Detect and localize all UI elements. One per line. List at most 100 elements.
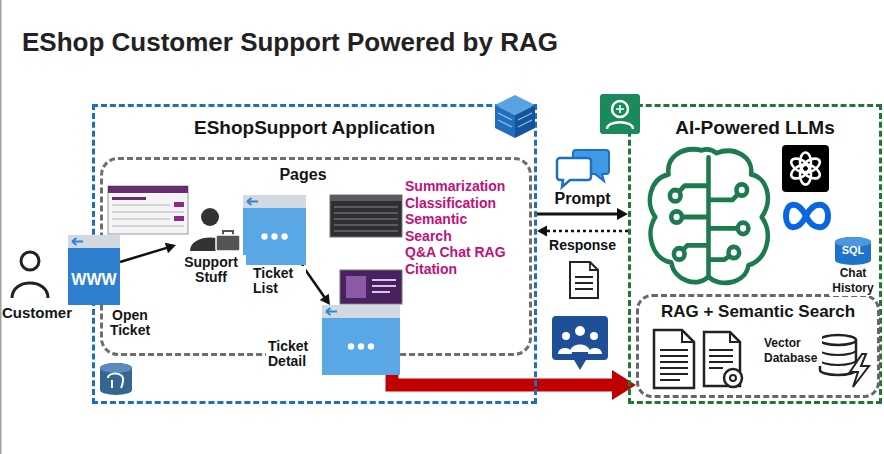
ai-service-icon: [607, 122, 633, 129]
diagram-title: EShop Customer Support Powered by RAG: [22, 27, 558, 58]
brain-icon: [650, 149, 768, 283]
node-label: Vector Database: [762, 336, 822, 366]
window-dot: [358, 343, 364, 349]
screenshot-thumbnail: [340, 270, 402, 304]
document-icon: [570, 262, 598, 298]
vector-database: Vector Database: [760, 330, 874, 390]
people-icon: [552, 316, 608, 370]
cylinder-band: [820, 350, 856, 365]
connector-line: [545, 230, 628, 233]
openai-logo: [782, 145, 829, 192]
node-label: AI-Powered LLMs: [631, 117, 879, 139]
person-head: [201, 208, 219, 226]
slide-edge: [0, 0, 2, 454]
postgres-icon: [100, 363, 132, 395]
chat-bubbles-icon: [557, 158, 591, 187]
window-dot: [348, 343, 354, 349]
feature-label: Q&A Chat RAG: [405, 244, 515, 261]
window-title-bar: [68, 235, 120, 248]
screenshot-thumbnail: [340, 270, 402, 304]
screenshot-thumbnail: [112, 205, 184, 226]
prompt-arrow: [537, 208, 628, 220]
node-label: EShopSupport Application: [95, 117, 534, 139]
feature-label: Summarization: [405, 178, 515, 195]
edge-label: Response: [547, 237, 618, 253]
feature-label: Semantic Search: [405, 211, 515, 244]
brain-icon: [738, 223, 749, 234]
node-label: SQL: [829, 244, 877, 257]
container-cube-icon: [515, 105, 535, 138]
support-staff: Support Stuff: [176, 205, 246, 287]
node-label: RAG + Semantic Search: [639, 302, 877, 322]
window-dot: [281, 233, 287, 239]
brain-icon: [670, 190, 681, 201]
ai-service-icon: [612, 101, 628, 117]
document-gear-icon: [704, 332, 742, 387]
brain-icon: [728, 247, 739, 258]
back-arrow: [326, 308, 337, 315]
people-icon: [558, 345, 602, 355]
window-icon: [322, 305, 400, 375]
screenshot-thumbnail: [108, 186, 188, 193]
document-icon: [654, 330, 694, 388]
brain-icon: [671, 211, 682, 222]
connector-line: [392, 375, 617, 385]
node-label: Support Stuff: [176, 255, 246, 285]
rag-group: RAG + Semantic SearchVector Database: [636, 294, 880, 398]
connector-line: [537, 213, 619, 216]
screenshot-thumbnail: [346, 276, 366, 298]
window-dot: [271, 233, 277, 239]
browser-window: WWWOpen Ticket: [68, 235, 120, 305]
node-caption: Open Ticket: [108, 308, 152, 338]
chat-bubbles-icon: [557, 150, 609, 187]
screenshot-thumbnail: [334, 207, 398, 231]
page-window: Ticket Detail: [322, 305, 400, 375]
postgres-icon: [100, 363, 132, 395]
brain-icon: [736, 184, 747, 195]
openai-logo: [782, 145, 829, 192]
openai-logo: [789, 156, 812, 176]
arrow-head: [537, 226, 547, 237]
document-gear-icon: [724, 369, 742, 387]
ai-service-icon: [600, 94, 640, 134]
screenshot-thumbnail: [174, 202, 184, 207]
document-icon: [575, 262, 598, 289]
window-icon: [243, 195, 306, 265]
document-gear-icon: [730, 375, 736, 381]
container-cube-icon: [495, 95, 535, 138]
window-icon: [68, 235, 120, 305]
screenshot-thumbnail: [330, 195, 402, 237]
briefcase: [216, 235, 240, 251]
ai-service-icon: [616, 105, 624, 113]
ai-service-icon: [600, 94, 640, 134]
node-label: Ticket Detail: [266, 339, 322, 369]
people-icon: [590, 332, 598, 340]
container-cube-icon: [495, 105, 515, 138]
flow-arrow: [120, 243, 176, 262]
feature-label: Classification: [405, 195, 515, 212]
arrow-head: [320, 294, 330, 305]
document-gear-icon: [709, 332, 740, 368]
document-icon: [570, 262, 598, 298]
node-caption: Chat History: [829, 266, 877, 296]
person-head: [21, 252, 39, 270]
window-dot: [261, 233, 267, 239]
node-label: WWW: [68, 271, 120, 289]
screenshot-thumbnail: [108, 186, 188, 234]
postgres-icon: [108, 374, 123, 388]
back-arrow: [247, 198, 258, 205]
people-icon: [562, 332, 570, 340]
screenshot-thumbnail: [372, 280, 396, 292]
screenshot-thumbnail: [174, 216, 184, 221]
cylinder-top: [820, 335, 856, 345]
back-arrow: [72, 238, 83, 245]
slide-edge: [0, 0, 2, 454]
brain-icon: [650, 149, 768, 283]
window-dot: [368, 343, 374, 349]
document-icon: [660, 330, 694, 380]
window-title-bar: [322, 305, 400, 318]
person-body: [12, 283, 48, 298]
meta-logo: [786, 205, 828, 228]
data-flow-arrow: [392, 370, 636, 400]
